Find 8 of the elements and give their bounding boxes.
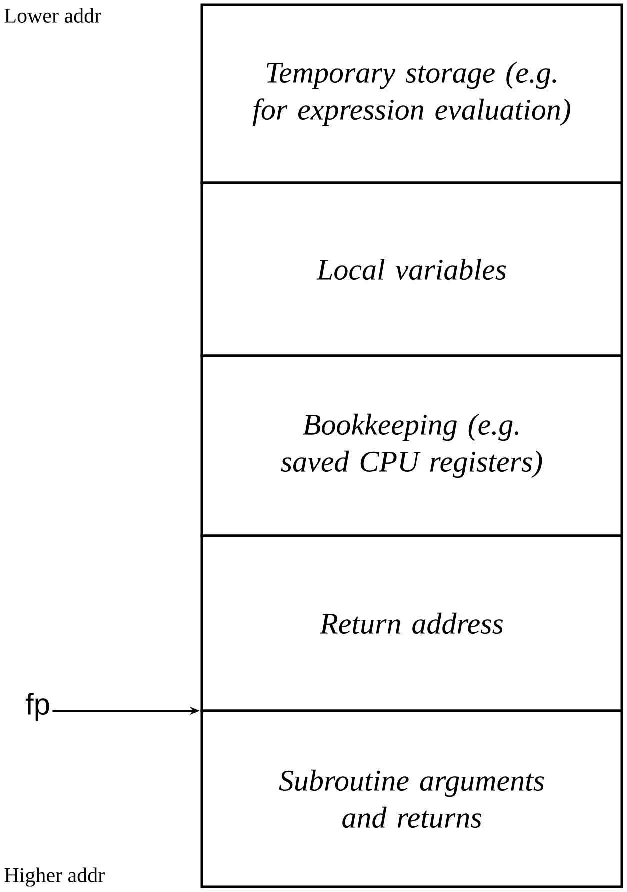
memory-block: Return address xyxy=(200,534,624,712)
address-label: Higher addr xyxy=(4,868,105,887)
address-label: Lower addr xyxy=(4,8,102,23)
memory-block: Temporary storage (e.g. for expression evaluation) xyxy=(200,4,624,184)
memory-block: Local variables xyxy=(200,182,624,358)
pointer-label: fp xyxy=(26,693,50,721)
memory-block: Subroutine arguments and returns xyxy=(200,710,624,888)
memory-block: Bookkeeping (e.g. saved CPU registers) xyxy=(200,354,624,538)
